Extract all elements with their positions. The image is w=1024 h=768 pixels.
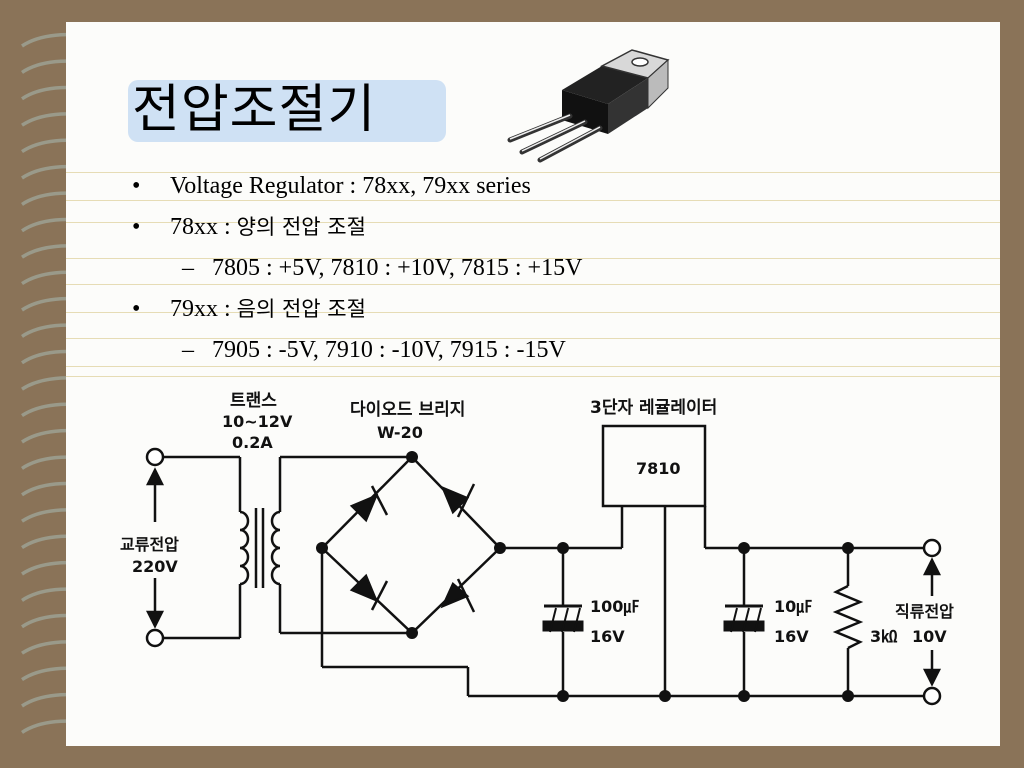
transformer-secondary-coil: [270, 510, 281, 586]
regulator-7810-box: [601, 424, 707, 508]
ruled-line: [66, 172, 1000, 173]
dc-terminal-top: [922, 538, 942, 558]
power-supply-circuit-diagram: 트랜스 10~12V 0.2A 다이오드 브리지 W-20 3단자 레귤레이터 …: [120, 391, 954, 706]
slide-title: 전압조절기: [132, 80, 377, 140]
transformer-current: 0.2A: [232, 433, 273, 452]
diode-bridge: [321, 455, 502, 635]
sub-bullet-text: 7905 : -5V, 7910 : -10V, 7915 : -15V: [212, 337, 566, 363]
ruled-line: [66, 222, 1000, 223]
diode-icon: [349, 573, 389, 611]
capacitor-10uf: [723, 604, 765, 633]
bullet-korean-text: 음의 전압 조절: [236, 297, 366, 321]
transformer-primary-coil: [239, 510, 250, 586]
cap2-value: 10㎌: [774, 597, 812, 617]
bullet-prefix: 79xx :: [170, 296, 237, 322]
bullet-item: • 78xx : 양의 전압 조절: [132, 213, 366, 241]
dc-label: 직류전압: [895, 602, 954, 621]
regulator-label: 3단자 레귤레이터: [590, 398, 717, 418]
cap1-value: 100㎌: [590, 597, 639, 617]
arrow-head-down-icon: [145, 610, 165, 629]
sub-bullet-marker: –: [182, 255, 194, 281]
cap1-voltage: 16V: [590, 627, 625, 646]
dc-voltage: 10V: [912, 627, 947, 646]
ruled-line: [66, 366, 1000, 367]
cap2-voltage: 16V: [774, 627, 809, 646]
regulator-prefix: 3: [590, 398, 602, 418]
transformer-label: 트랜스: [230, 391, 277, 411]
ruled-line: [66, 200, 1000, 201]
transformer-voltage: 10~12V: [222, 412, 293, 431]
ruled-line: [66, 338, 1000, 339]
bullet-text: Voltage Regulator : 78xx, 79xx series: [170, 173, 531, 199]
regulator-model: 7810: [636, 459, 681, 478]
ruled-line: [66, 376, 1000, 377]
bullet-marker: •: [132, 296, 141, 322]
bullet-prefix: 78xx :: [170, 214, 237, 240]
diode-icon: [440, 483, 476, 518]
sub-bullet-item: – 7805 : +5V, 7810 : +10V, 7815 : +15V: [182, 254, 583, 282]
resistor-value: 3㏀: [870, 627, 898, 646]
arrow-head-up-icon: [922, 557, 942, 576]
bullet-korean-text: 양의 전압 조절: [236, 215, 366, 239]
ac-voltage: 220V: [132, 557, 178, 576]
ruled-line: [66, 312, 1000, 313]
arrow-head-up-icon: [145, 467, 165, 486]
capacitor-100uf: [542, 604, 584, 633]
sub-bullet-marker: –: [182, 337, 194, 363]
sub-bullet-text: 7805 : +5V, 7810 : +10V, 7815 : +15V: [212, 255, 583, 281]
resistor-3k: [832, 584, 864, 650]
ruled-line: [66, 284, 1000, 285]
bullet-marker: •: [132, 214, 141, 240]
bullet-item: • Voltage Regulator : 78xx, 79xx series: [132, 172, 531, 200]
ruled-line: [66, 258, 1000, 259]
bridge-label: 다이오드 브리지: [350, 400, 465, 420]
bullet-item: • 79xx : 음의 전압 조절: [132, 295, 366, 323]
diode-icon: [440, 578, 476, 613]
diode-icon: [349, 485, 389, 523]
voltage-regulator-chip-image: [507, 49, 670, 163]
ac-terminal-top: [145, 447, 165, 467]
notebook-page: [66, 22, 1000, 746]
junction-dots: [316, 451, 854, 702]
title-highlight: [128, 80, 446, 142]
dc-terminal-bottom: [922, 686, 942, 706]
sub-bullet-item: – 7905 : -5V, 7910 : -10V, 7915 : -15V: [182, 336, 566, 364]
bridge-model: W-20: [377, 423, 423, 442]
ac-terminal-bottom: [145, 628, 165, 648]
ac-label: 교류전압: [120, 535, 179, 554]
arrow-head-down-icon: [922, 668, 942, 687]
regulator-label-text: 단자 레귤레이터: [602, 398, 717, 418]
bullet-marker: •: [132, 173, 141, 199]
